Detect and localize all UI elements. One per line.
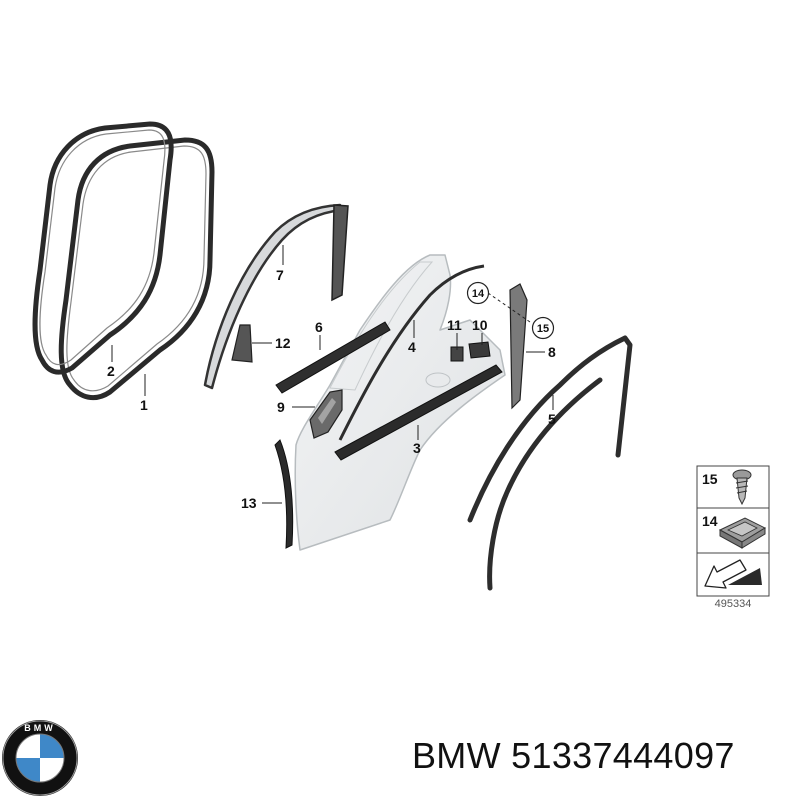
callout-4: 4 [408,339,416,355]
clip-part-10 [468,341,491,359]
door-seal-inner [32,121,174,375]
callout-3: 3 [413,440,421,456]
callout-6: 6 [315,319,323,335]
callout-14-circled: 14 [466,281,490,305]
callout-9: 9 [277,399,285,415]
arrow-direction-icon [704,559,762,589]
callout-13: 13 [241,495,257,511]
window-channel-strip [275,321,391,394]
diagram-number: 495334 [715,598,752,610]
window-guide-rail [338,264,485,441]
svg-text:BMW: BMW [24,723,56,733]
mirror-triangle-cover [231,324,253,363]
callout-5: 5 [548,411,556,427]
belt-molding [334,364,503,461]
bmw-logo: BMW [2,720,78,796]
callout-11: 11 [447,317,462,333]
screw-icon [732,469,752,506]
callout-8: 8 [548,344,556,360]
leader-lines [111,245,554,504]
door-seal-outer [58,137,215,401]
legend-label-15: 15 [702,471,718,487]
callout-1: 1 [140,397,148,413]
callout-15-label: 15 [537,323,549,335]
door-front-seal [274,439,294,549]
callout-7: 7 [276,267,284,283]
mirror-base [309,389,343,439]
callout-14-label: 14 [472,288,485,300]
b-pillar-trim [509,283,528,410]
window-frame-trim [203,203,349,390]
callout-2: 2 [107,363,115,379]
callout-12: 12 [275,335,291,351]
legend-label-14: 14 [702,513,718,529]
fastener-legend: 15 14 495334 [696,465,770,610]
part-number-caption: BMW 51337444097 [412,735,735,776]
outer-door-seal-strip [467,335,633,591]
callout-10: 10 [472,317,488,333]
clip-nut-icon [718,517,767,549]
callout-15-circled: 15 [531,316,555,340]
